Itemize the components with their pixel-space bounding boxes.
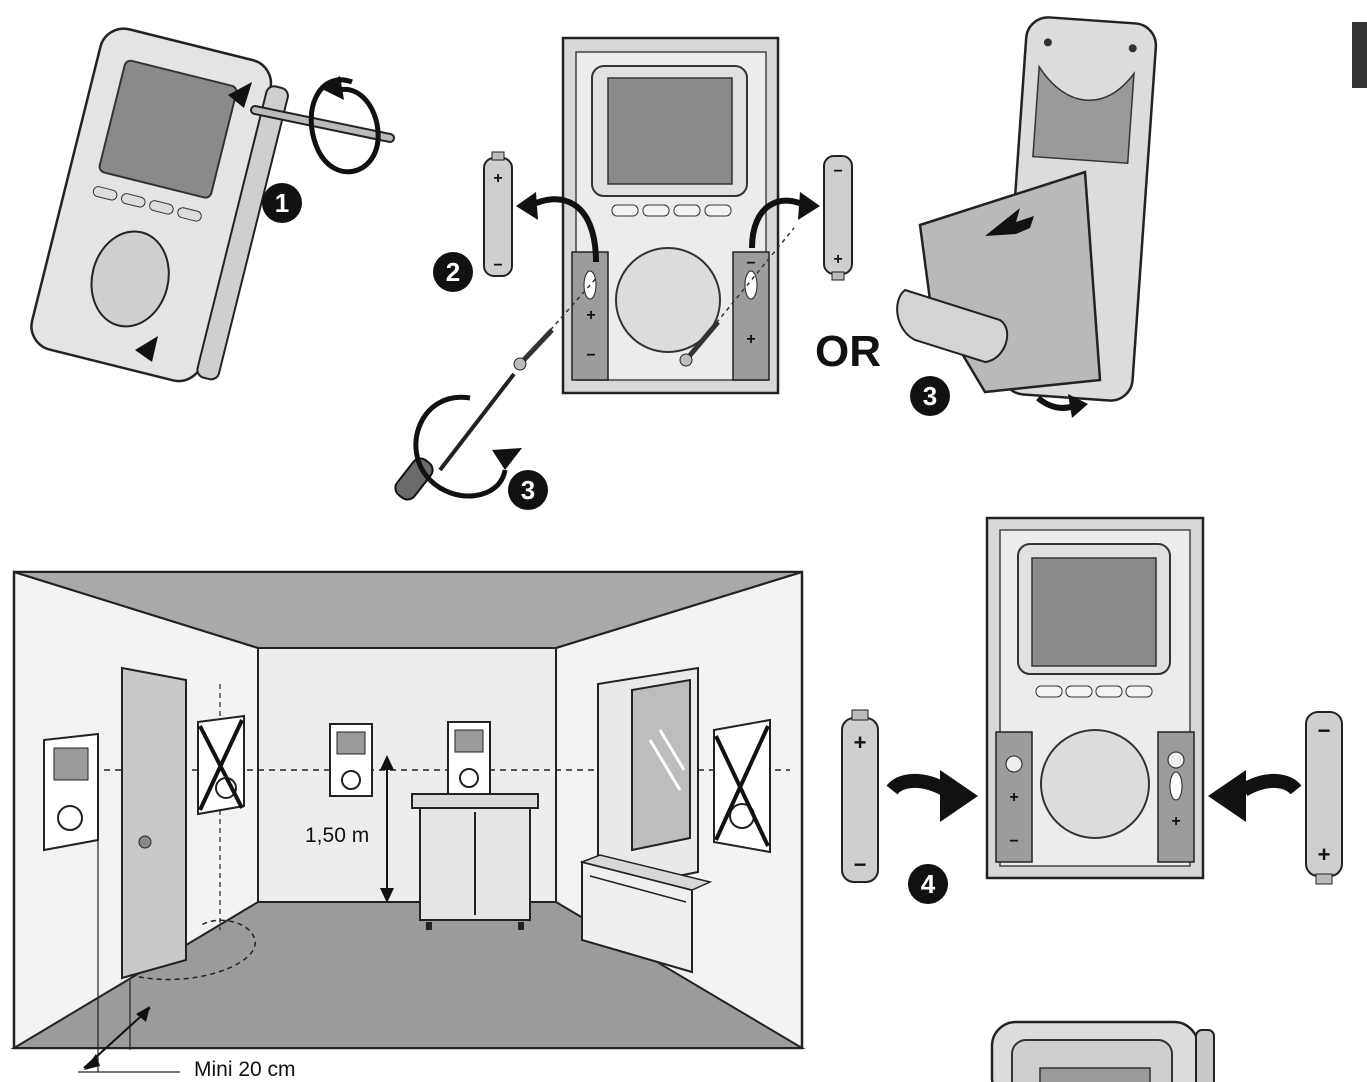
step-4-badge	[908, 864, 948, 904]
thermostat-dial	[90, 230, 170, 328]
screwdriver-rod-icon	[250, 105, 395, 143]
step-3-clip-badge	[910, 376, 950, 416]
step-2-number: 2	[446, 257, 460, 287]
panel-open-device: 1	[30, 27, 395, 383]
device-front-buttons	[1035, 685, 1153, 698]
thermostat-bad-position-window	[713, 718, 771, 854]
battery-insert-right-minus: −	[1318, 718, 1331, 743]
page-tab-marker	[1352, 22, 1367, 88]
step-1-badge	[262, 183, 302, 223]
battery-left-plus: +	[493, 170, 502, 187]
room-window	[597, 666, 699, 894]
device-front-screen	[1031, 557, 1157, 667]
step-3-screw-number: 3	[521, 475, 535, 505]
compartment-left-minus: −	[1009, 833, 1018, 850]
baseplate-dial	[615, 247, 721, 353]
rotate-arrowhead-icon	[320, 76, 344, 100]
thermostat-ok-back-wall	[329, 723, 373, 797]
battery-icon-insert-right: − +	[1305, 711, 1343, 885]
battery-insert-left-minus: −	[854, 852, 867, 877]
room-cabinet	[411, 793, 539, 930]
rotate-arrow-icon	[308, 77, 381, 175]
thermostat-bad-position-door	[197, 714, 245, 816]
battery-icon-insert-left: + −	[841, 709, 879, 883]
slot-left-plus: +	[586, 307, 595, 324]
battery-right-minus: −	[833, 163, 842, 180]
thermostat-screen	[98, 59, 238, 199]
compartment-right-plus: +	[1171, 813, 1180, 830]
baseplate-screen	[607, 77, 733, 185]
push-arrow-icon-top	[228, 82, 252, 108]
step-4-number: 4	[921, 869, 936, 899]
panel-partial-device	[990, 1020, 1215, 1082]
door-knob	[138, 835, 152, 849]
push-arrow-icon-bottom	[135, 336, 158, 362]
insert-arrow-right-icon	[1240, 774, 1302, 797]
door-swing-arc	[129, 919, 256, 981]
panel-room-placement: 1,50 m Mini 20	[10, 570, 806, 1081]
step-2-badge	[433, 252, 473, 292]
thermostat-ok-left-wall	[43, 732, 99, 852]
room-radiator	[579, 854, 713, 974]
device-front-dial	[1040, 729, 1150, 839]
room-door	[121, 666, 187, 980]
panel-insert-batteries: + − + + − − + 4	[841, 516, 1343, 904]
battery-icon-left: + −	[483, 151, 513, 277]
battery-icon-right: − +	[823, 155, 853, 281]
step-3-screw-badge	[508, 470, 548, 510]
screw-icon-left	[513, 275, 599, 371]
battery-left-minus: −	[493, 257, 502, 274]
remove-arrow-right-icon	[749, 197, 808, 249]
compartment-left-plus: +	[1009, 789, 1018, 806]
panel-mount-baseplate: + − − + + − − +	[394, 36, 853, 510]
baseplate-buttons	[611, 204, 732, 217]
step-1-number: 1	[275, 188, 289, 218]
or-label: OR	[815, 327, 881, 376]
screw-icon-right	[679, 227, 795, 367]
slot-right-minus: −	[746, 255, 755, 272]
height-label: 1,50 m	[305, 824, 369, 847]
battery-insert-right-plus: +	[1318, 842, 1331, 867]
step-3-clip-number: 3	[923, 381, 937, 411]
swing-arrow-icon	[1036, 395, 1075, 411]
battery-right-plus: +	[833, 251, 842, 268]
stand-foot	[896, 288, 1009, 364]
min-distance-marker	[78, 840, 180, 1073]
thermostat-buttons	[92, 186, 202, 222]
panel-desk-stand: OR 3	[815, 16, 1158, 418]
insert-arrow-icon	[985, 208, 1034, 236]
screwdriver-icon	[394, 372, 522, 501]
height-dimension-arrow	[380, 755, 394, 903]
insert-arrow-left-icon	[886, 774, 950, 797]
stand-plate	[918, 170, 1102, 394]
battery-compartment-left	[995, 731, 1033, 863]
thermostat-on-cabinet	[447, 721, 491, 795]
battery-insert-left-plus: +	[854, 730, 867, 755]
remove-arrow-left-icon	[528, 196, 599, 263]
slot-right-plus: +	[746, 331, 755, 348]
min-distance-label: Mini 20 cm	[194, 1058, 296, 1081]
slot-left-minus: −	[586, 347, 595, 364]
